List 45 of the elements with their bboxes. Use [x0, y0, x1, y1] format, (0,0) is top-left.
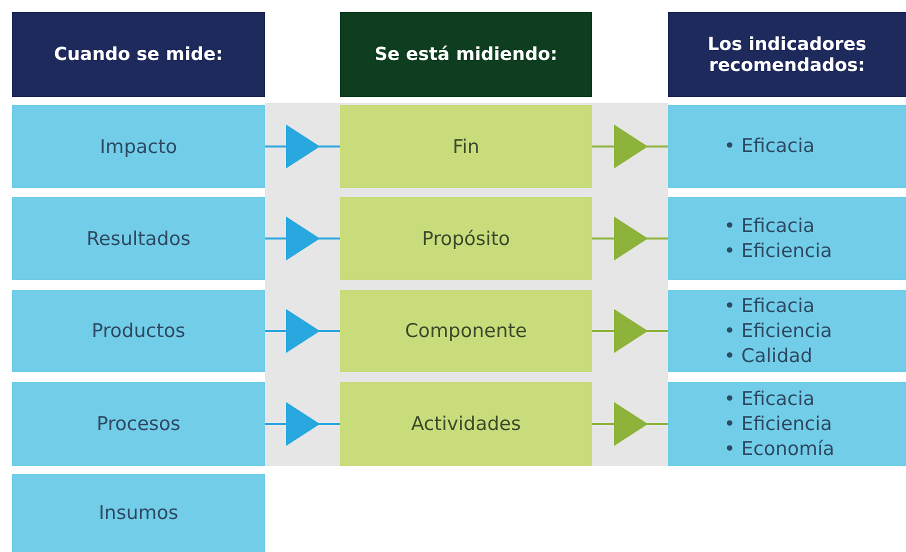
objective-label: Componente [405, 320, 527, 342]
indicator-box [668, 105, 906, 188]
indicator-item: • Eficiencia [724, 238, 832, 264]
arrow [592, 309, 668, 353]
indicator-item: • Economía [724, 436, 834, 462]
arrow [592, 402, 668, 446]
header-text: Los indicadores recomendados: [706, 34, 868, 76]
indicator-item: • Eficiencia [724, 318, 832, 344]
objective-label: Fin [452, 136, 480, 158]
indicator-item: • Eficacia [724, 386, 815, 412]
header-text: Se está midiendo: [374, 44, 558, 65]
indicator-item: • Eficacia [724, 294, 815, 318]
arrow [265, 216, 340, 260]
arrow [592, 216, 668, 260]
objective-label: Actividades [411, 413, 521, 435]
objective-label: Propósito [422, 228, 510, 250]
level-box [12, 105, 265, 188]
objective-box [340, 197, 592, 280]
level-label: Procesos [96, 413, 180, 435]
level-label: Productos [92, 320, 186, 342]
header-text: Cuando se mide: [54, 44, 223, 65]
level-box [12, 197, 265, 280]
indicator-item: • Eficacia [724, 134, 815, 159]
objective-box [340, 382, 592, 466]
indicator-box [668, 382, 906, 466]
level-box [12, 290, 265, 372]
arrow [265, 124, 340, 168]
level-box [12, 382, 265, 466]
objective-box [340, 290, 592, 372]
header-box [12, 12, 265, 97]
header-box [668, 12, 906, 97]
arrow [265, 309, 340, 353]
level-label: Insumos [98, 502, 178, 524]
indicator-item: • Eficacia [724, 214, 815, 238]
level-box [12, 474, 265, 552]
level-label: Impacto [100, 136, 178, 158]
arrow [265, 402, 340, 446]
header-box [340, 12, 592, 97]
indicator-item: • Eficiencia [724, 412, 832, 436]
objective-box [340, 105, 592, 188]
arrow [592, 124, 668, 168]
indicator-item: • Calidad [724, 344, 812, 368]
indicator-box [668, 290, 906, 372]
level-label: Resultados [86, 228, 190, 250]
indicator-box [668, 197, 906, 280]
